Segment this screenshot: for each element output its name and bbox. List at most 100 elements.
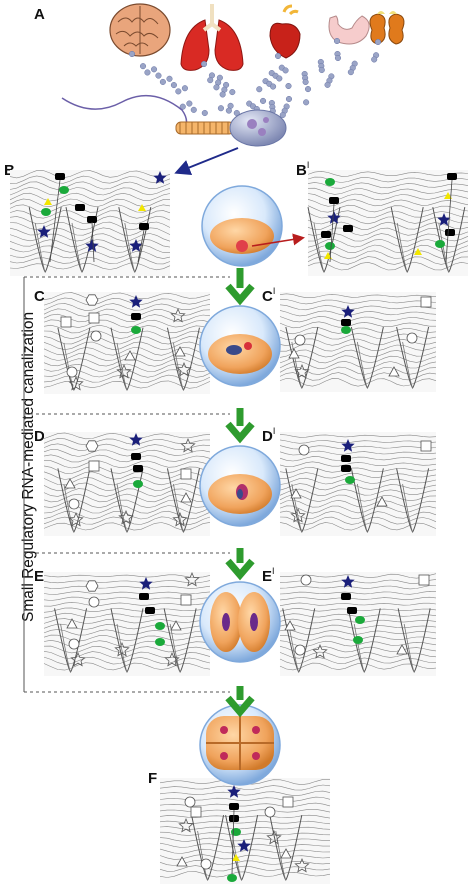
- vesicle: [256, 86, 263, 93]
- vesicle: [128, 50, 136, 58]
- open-triangle-mark: [170, 620, 182, 631]
- green-arrow: [225, 268, 255, 306]
- open-star-mark: [172, 511, 188, 527]
- vesicle: [334, 54, 342, 62]
- vesicle: [279, 111, 286, 119]
- vesicle: [144, 69, 151, 76]
- panel-label-c-prime: CI: [262, 286, 276, 305]
- panel-c: [43, 292, 211, 394]
- black-mark: [75, 204, 85, 211]
- blue-star-mark: [139, 577, 153, 590]
- green-mark: [131, 326, 141, 334]
- black-mark: [139, 223, 149, 230]
- blue-star-mark: [341, 305, 355, 318]
- open-square-mark: [180, 594, 192, 606]
- heart-icon: [269, 4, 301, 59]
- panel-e: [43, 572, 211, 676]
- open-circle-mark: [294, 644, 306, 656]
- vesicle: [285, 82, 292, 90]
- yellow-mark: [444, 192, 452, 199]
- lungs-icon: [180, 4, 244, 71]
- pronuclei-embryo: [199, 305, 281, 387]
- blue-star-mark: [129, 239, 143, 252]
- green-mark: [59, 186, 69, 194]
- blue-arrow: [174, 147, 239, 175]
- panel-d-prime: [279, 432, 437, 536]
- green-mark: [231, 828, 241, 836]
- vesicle: [333, 37, 341, 45]
- open-square-mark: [420, 296, 432, 308]
- open-square-mark: [418, 574, 430, 586]
- vesicle: [190, 106, 197, 113]
- green-mark: [435, 240, 445, 248]
- green-arrow: [225, 548, 255, 581]
- open-triangle-mark: [174, 346, 186, 357]
- vesicle: [166, 75, 173, 82]
- black-mark: [341, 593, 351, 600]
- open-circle-mark: [300, 574, 312, 586]
- vesicle: [274, 52, 282, 60]
- open-star-mark: [180, 437, 196, 453]
- open-square-mark: [88, 312, 100, 324]
- blue-star-mark: [37, 225, 51, 238]
- stage-bracket: [23, 276, 230, 693]
- vesicle: [179, 103, 186, 110]
- open-star-mark: [68, 375, 84, 391]
- vesicle: [159, 78, 166, 85]
- green-mark: [41, 208, 51, 216]
- vesicle: [207, 77, 214, 84]
- panel-label-b-prime: BI: [296, 160, 310, 179]
- vesicle: [371, 56, 378, 63]
- blue-star-mark: [327, 211, 341, 224]
- open-star-mark: [118, 509, 134, 525]
- green-mark: [325, 178, 335, 186]
- green-mark: [345, 476, 355, 484]
- blue-star-mark: [237, 839, 251, 852]
- green-mark: [155, 638, 165, 646]
- open-triangle-mark: [290, 488, 302, 499]
- vesicle: [324, 81, 331, 88]
- open-circle-mark: [264, 806, 276, 818]
- open-circle-mark: [298, 444, 310, 456]
- open-circle-mark: [68, 498, 80, 510]
- open-square-mark: [88, 460, 100, 472]
- panel-label-c: C: [34, 288, 45, 305]
- open-triangle-mark: [396, 644, 408, 655]
- open-square-mark: [190, 806, 202, 818]
- vesicle: [318, 66, 325, 74]
- red-arrow: [251, 233, 305, 247]
- vesicle-streams: [128, 37, 382, 119]
- vesicle: [219, 91, 226, 98]
- yellow-mark: [414, 248, 422, 255]
- vesicle: [282, 67, 289, 74]
- panel-label-d-prime: DI: [262, 426, 276, 445]
- vesicle: [374, 38, 382, 46]
- sperm-illustration: [61, 94, 287, 175]
- vesicle: [201, 109, 208, 117]
- open-triangle-mark: [288, 348, 300, 359]
- black-mark: [347, 607, 357, 614]
- black-mark: [321, 231, 331, 238]
- open-square-mark: [60, 316, 72, 328]
- open-circle-mark: [88, 596, 100, 608]
- open-hexagon-mark: [85, 294, 99, 306]
- black-mark: [447, 173, 457, 180]
- open-triangle-mark: [66, 618, 78, 629]
- open-square-mark: [180, 468, 192, 480]
- open-hexagon-mark: [85, 440, 99, 452]
- panel-label-f: F: [148, 770, 158, 787]
- vesicle: [200, 60, 208, 68]
- open-circle-mark: [66, 366, 78, 378]
- blue-star-mark: [437, 213, 451, 226]
- green-mark: [325, 242, 335, 250]
- vesicle: [303, 99, 310, 106]
- vesicle: [170, 82, 177, 89]
- panel-label-d: D: [34, 428, 45, 445]
- vesicle: [229, 89, 236, 96]
- yellow-mark: [232, 854, 240, 861]
- vesicle: [139, 63, 147, 70]
- panel-label-e: E: [34, 568, 45, 585]
- black-mark: [445, 229, 455, 236]
- green-mark: [341, 326, 351, 334]
